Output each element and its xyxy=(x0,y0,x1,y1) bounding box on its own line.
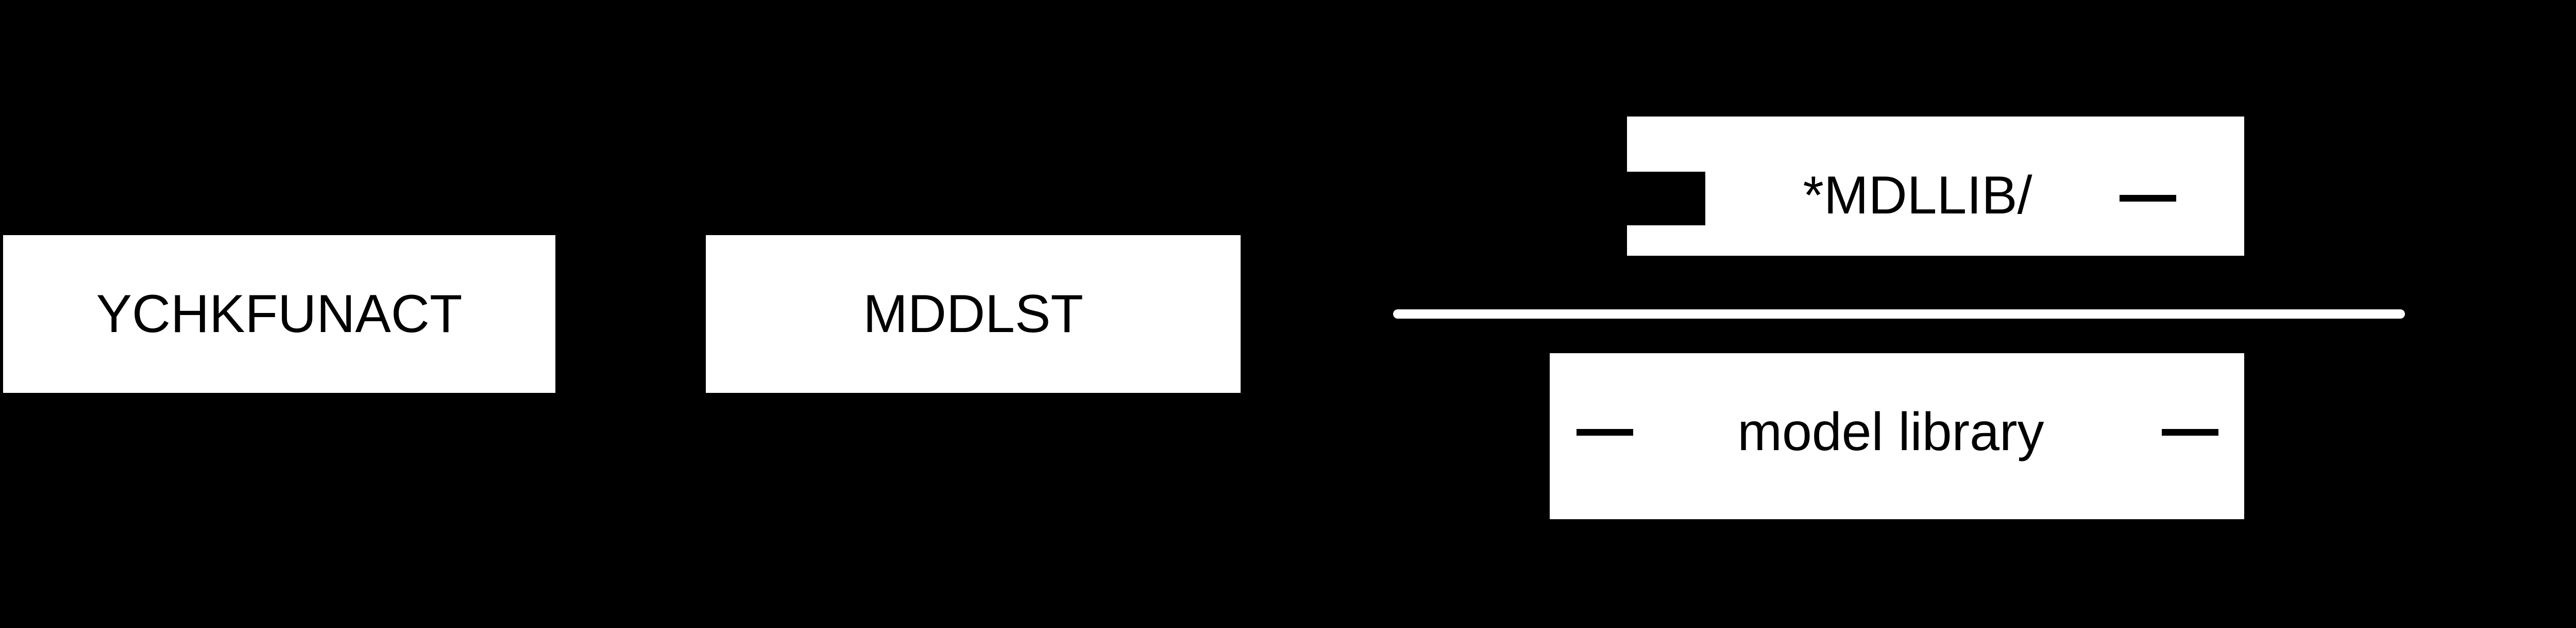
library-choice-option-model-library-box xyxy=(1550,353,2244,519)
command-name-label: YCHKFUNACT xyxy=(96,284,463,344)
library-choice-option-model-library-rail-left xyxy=(1577,429,1633,436)
library-choice-option-mdllib-label: *MDLLIB/ xyxy=(1803,166,2032,225)
library-choice-option-model-library-label: model library xyxy=(1737,402,2044,462)
library-choice-option-mdllib-rail-right xyxy=(2120,195,2176,202)
command-name-box xyxy=(3,235,555,393)
library-choice-option-model-library-rail-right xyxy=(2162,429,2218,436)
library-choice-default-arrow-icon xyxy=(1627,172,1704,225)
library-choice-main-rail xyxy=(1393,309,2405,319)
keyword-mddlst-label: MDDLST xyxy=(863,284,1083,344)
library-choice-option-mdllib-box xyxy=(1627,117,2244,256)
keyword-mddlst-box xyxy=(706,235,1241,393)
